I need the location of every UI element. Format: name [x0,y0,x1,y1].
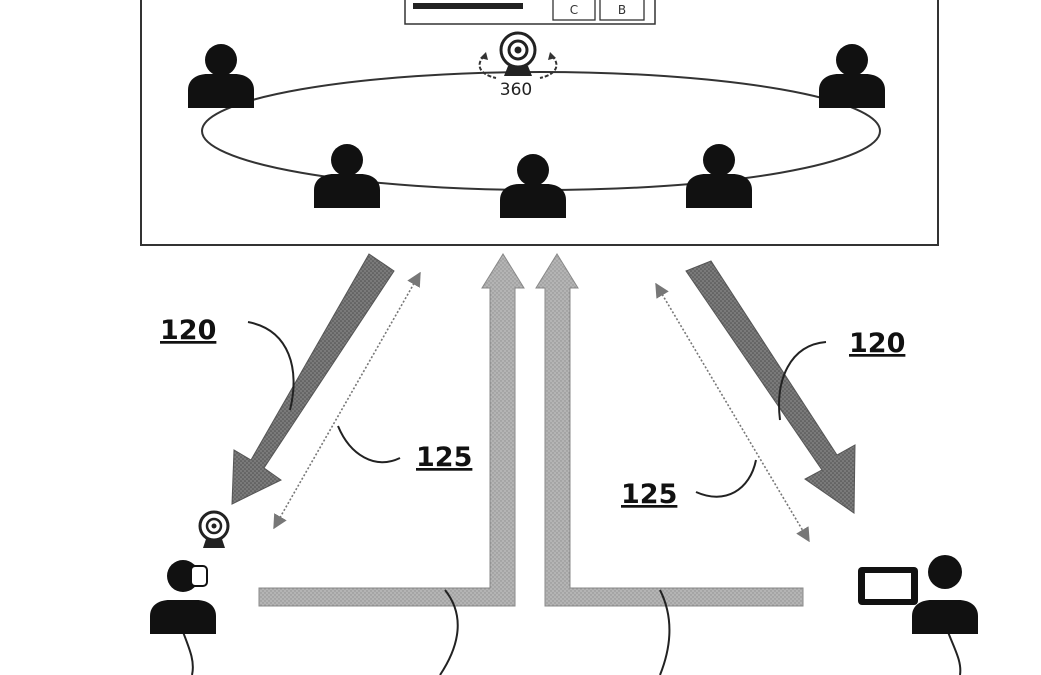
arrow-120-right [686,261,855,513]
camera-360-label: 360 [500,80,532,100]
display-bar [413,3,523,9]
leader-125-right [696,460,756,497]
label-120-left: 120 [160,315,216,346]
uplink-arrow-left [259,254,524,606]
leader-user-left [183,632,193,675]
uplink-arrow-right [536,254,803,606]
label-125-left: 125 [416,442,472,473]
label-125-right: 125 [621,479,677,510]
tablet-icon [858,567,918,605]
room-display: C B [405,0,655,24]
display-tab-b-label: B [618,3,626,17]
leader-125-left [338,426,400,462]
remote-user-left-icon [150,560,216,634]
display-tab-c-label: C [570,3,578,17]
leader-user-right [948,632,960,675]
webcam-icon [200,512,228,548]
arrow-120-left [232,254,394,504]
label-120-right: 120 [849,328,905,359]
conference-room: C B 360 [141,0,938,245]
remote-user-right-icon [912,555,978,634]
